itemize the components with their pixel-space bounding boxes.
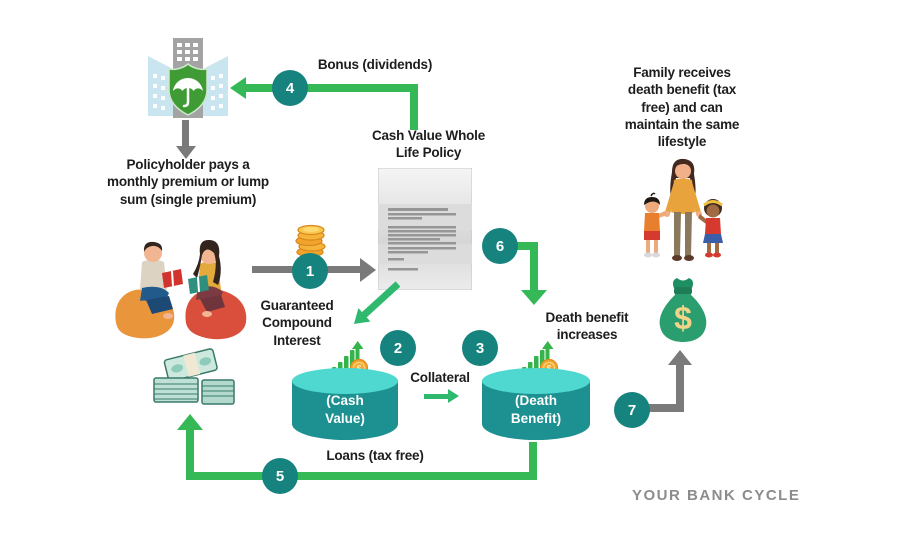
- step-4-badge: 4: [272, 70, 308, 106]
- increase-arrow-vertical: [530, 242, 538, 292]
- step-6-badge: 6: [482, 228, 518, 264]
- step-3-number: 3: [475, 339, 485, 357]
- cash-value-cylinder: (Cash Value): [292, 368, 398, 440]
- cash-value-cylinder-top: [292, 368, 398, 394]
- loans-arrow-horizontal: [186, 472, 537, 480]
- building-down-arrowhead: [176, 146, 196, 159]
- bonus-arrow-vertical: [410, 84, 418, 130]
- increase-arrow-horizontal: [500, 242, 538, 250]
- policyholder-label: Policyholder pays a monthly premium or l…: [107, 157, 269, 207]
- svg-text:$: $: [674, 300, 692, 336]
- loans-arrow-left-vertical: [186, 430, 194, 478]
- death-benefit-increases-label: Death benefit increases: [545, 310, 629, 343]
- building-down-arrow: [182, 120, 189, 148]
- step-5-badge: 5: [262, 458, 298, 494]
- family-receives-label: Family receives death benefit (tax free)…: [624, 65, 740, 150]
- step-7-badge: 7: [614, 392, 650, 428]
- death-benefit-cylinder: (Death Benefit): [482, 368, 590, 440]
- payout-arrowhead: [668, 350, 692, 365]
- step-1-number: 1: [305, 262, 315, 280]
- step-7-number: 7: [627, 401, 637, 419]
- collateral-label: Collateral: [410, 370, 470, 385]
- bonus-arrowhead: [230, 77, 246, 99]
- money-bag-icon: $: [659, 278, 707, 342]
- policy-title: Cash Value Whole Life Policy: [371, 128, 486, 161]
- step-2-number: 2: [393, 339, 403, 357]
- step-5-number: 5: [275, 467, 285, 485]
- guaranteed-interest-label: Guaranteed Compound Interest: [260, 298, 334, 348]
- step-1-badge: 1: [292, 253, 328, 289]
- collateral-arrow: [424, 394, 450, 399]
- payout-arrow-vertical: [676, 364, 684, 412]
- brand-text: YOUR BANK CYCLE: [632, 487, 801, 504]
- cash-bundles-icon: [153, 348, 235, 405]
- premium-arrowhead: [360, 258, 376, 282]
- step-4-number: 4: [285, 79, 295, 97]
- cash-value-label: (Cash Value): [325, 393, 365, 426]
- death-benefit-label: (Death Benefit): [510, 393, 562, 426]
- bonus-arrow-horizontal: [244, 84, 418, 92]
- death-benefit-cylinder-top: [482, 368, 590, 394]
- loans-label: Loans (tax free): [326, 448, 424, 463]
- bonus-dividends-label: Bonus (dividends): [317, 57, 433, 72]
- collateral-arrowhead: [448, 389, 459, 403]
- step-6-number: 6: [495, 237, 505, 255]
- step-2-badge: 2: [380, 330, 416, 366]
- couple-reading-illustration: [115, 239, 247, 340]
- family-illustration: [644, 158, 723, 261]
- loans-arrowhead: [177, 414, 203, 430]
- interest-diagonal-arrow: [354, 281, 401, 324]
- loans-arrow-right-vertical: [529, 442, 537, 478]
- step-3-badge: 3: [462, 330, 498, 366]
- policy-document-icon: [378, 168, 472, 290]
- building-icon: [148, 38, 228, 118]
- increase-arrowhead: [521, 290, 547, 305]
- payout-arrow-horizontal: [646, 404, 684, 412]
